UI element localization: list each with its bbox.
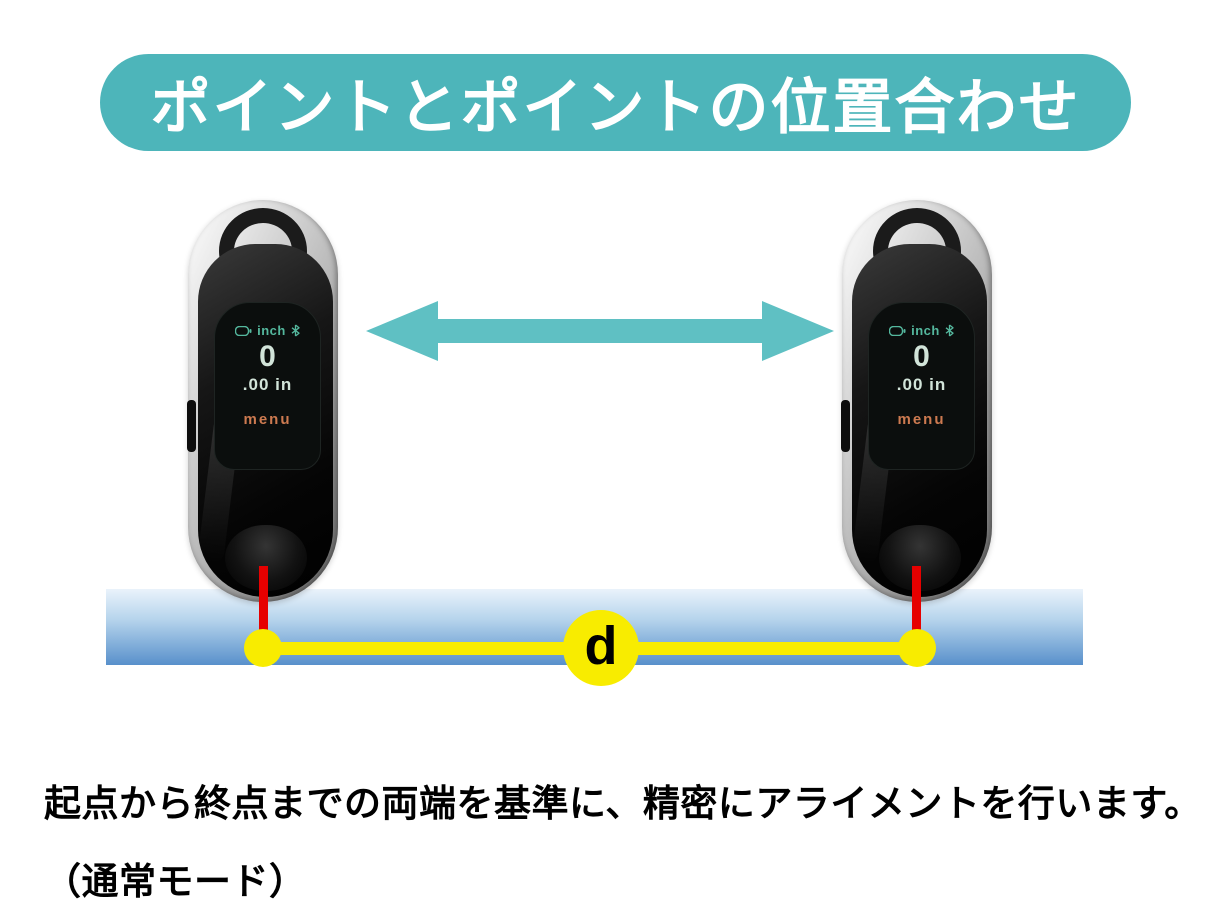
measurement-value: 0 [259, 340, 276, 373]
battery-icon [889, 325, 906, 336]
menu-label: menu [243, 411, 292, 428]
measurement-value: 0 [913, 340, 930, 373]
measuring-device-left: inch 0 .00 in menu [187, 200, 338, 602]
page-title: ポイントとポイントの位置合わせ [150, 74, 1081, 141]
bluetooth-icon [945, 324, 954, 337]
device-screen: inch 0 .00 in menu [868, 302, 975, 470]
battery-icon [235, 325, 252, 336]
device-side-button [187, 400, 196, 452]
title-banner: ポイントとポイントの位置合わせ [100, 54, 1131, 151]
menu-label: menu [897, 411, 946, 428]
caption-line-1: 起点から終点までの両端を基準に、精密にアライメントを行います。 [44, 783, 1202, 824]
device-body: inch 0 .00 in menu [852, 244, 987, 597]
measurement-subvalue: .00 in [242, 375, 293, 394]
distance-endpoint-left [244, 629, 282, 667]
caption-line-2: （通常モード） [44, 861, 307, 902]
caption: 起点から終点までの両端を基準に、精密にアライメントを行います。 （通常モード） [44, 773, 1202, 905]
distance-endpoint-right [898, 629, 936, 667]
double-arrow-icon [366, 301, 834, 361]
unit-label: inch [257, 323, 286, 338]
alignment-tick-left [259, 566, 268, 640]
bluetooth-icon [291, 324, 300, 337]
device-body: inch 0 .00 in menu [198, 244, 333, 597]
measurement-subvalue: .00 in [896, 375, 947, 394]
distance-label: d [584, 616, 618, 676]
device-status-row: inch [889, 323, 954, 338]
measuring-device-right: inch 0 .00 in menu [841, 200, 992, 602]
device-screen: inch 0 .00 in menu [214, 302, 321, 470]
device-status-row: inch [235, 323, 300, 338]
unit-label: inch [911, 323, 940, 338]
distance-badge: d [563, 610, 639, 686]
device-side-button [841, 400, 850, 452]
alignment-tick-right [912, 566, 921, 640]
